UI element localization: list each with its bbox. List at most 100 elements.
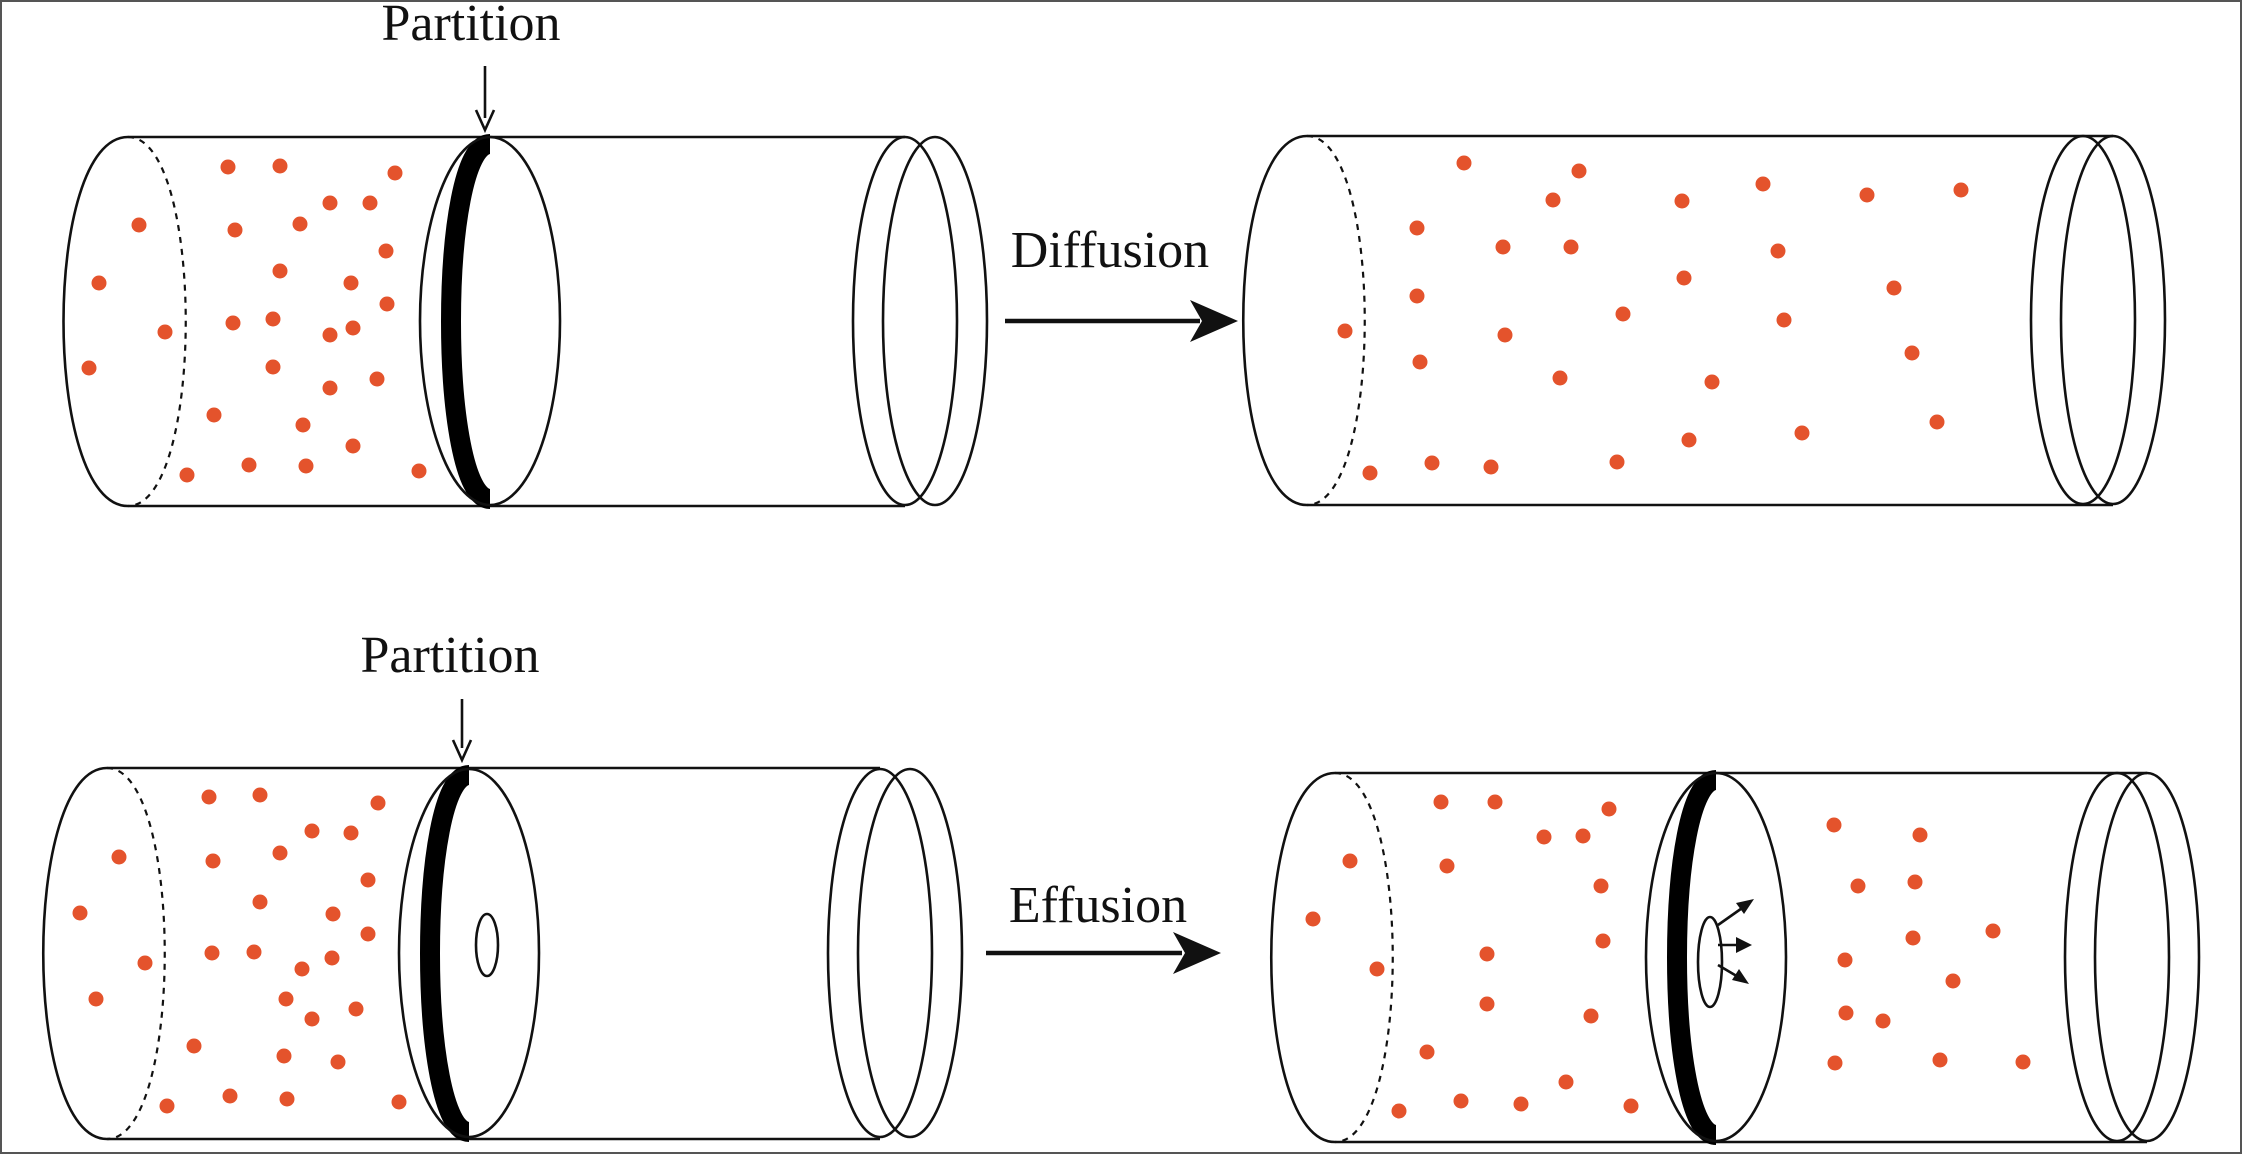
gas-particle [1479,946,1495,962]
effusion-arrow [986,932,1221,974]
gas-particle [378,243,394,259]
cylinder-left-end-hidden [1334,771,1394,1144]
gas-particle [1838,1005,1854,1021]
gas-particle [369,371,385,387]
gas-particle [1433,794,1449,810]
cylinder-left-end [1269,771,1336,1144]
particles-bottom-right [1305,794,2031,1119]
gas-particle [345,320,361,336]
gas-particle [1886,280,1902,296]
gas-particle [241,457,257,473]
gas-particle [227,222,243,238]
gas-particle [1552,370,1568,386]
cylinder-right-end-ring-inner [2093,771,2201,1143]
partition-wall [441,134,493,509]
gas-particle [204,945,220,961]
gas-particle [1681,432,1697,448]
gas-particle [1513,1096,1529,1112]
gas-particle [391,1094,407,1110]
gas-particle [411,463,427,479]
gas-particle [157,324,173,340]
partition-wall [420,765,472,1142]
diffusion-label: Diffusion [1011,222,1209,279]
gas-particle [1850,878,1866,894]
gas-particle [1595,933,1611,949]
gas-particle [295,417,311,433]
gas-particle [1609,454,1625,470]
gas-particle [220,159,236,175]
gas-particle [222,1088,238,1104]
diffusion-arrow [1005,300,1238,342]
gas-particle [88,991,104,1007]
gas-particle [1342,853,1358,869]
cylinder-left-end [1241,134,1308,507]
gas-particle [137,955,153,971]
cylinder-left-end-hidden [127,135,187,508]
gas-particle [279,1091,295,1107]
gas-particle [1479,996,1495,1012]
partition-face [418,135,562,507]
gas-particle [186,1038,202,1054]
gas-particle [1826,817,1842,833]
gas-particle [1583,1008,1599,1024]
gas-particle [1453,1093,1469,1109]
gas-particle [343,825,359,841]
gas-particle [1439,858,1455,874]
gas-particle [1536,829,1552,845]
gas-particle [1676,270,1692,286]
gas-particle [1497,327,1513,343]
cylinder-right-end-ring-outer [2029,134,2137,506]
gas-particle [1487,794,1503,810]
gas-particle [343,275,359,291]
gas-particle [1623,1098,1639,1114]
gas-particle [1932,1052,1948,1068]
gas-particle [2015,1054,2031,1070]
gas-particle [111,849,127,865]
cylinder-bottom-left [41,765,964,1142]
gas-particle [360,872,376,888]
cylinder-bottom-right [1269,770,2201,1145]
gas-particle [1495,239,1511,255]
particles-bottom-left [72,787,407,1114]
gas-particle [225,315,241,331]
gas-particle [362,195,378,211]
gas-particle [1859,187,1875,203]
gas-particle [1337,323,1353,339]
gas-particle [1456,155,1472,171]
gas-particle [345,438,361,454]
gas-particle [298,458,314,474]
gas-particle [131,217,147,233]
gas-particle [1391,1103,1407,1119]
gas-particle [1601,801,1617,817]
gas-particle [272,158,288,174]
gas-particle [1837,952,1853,968]
escaping-particle-arrows [1717,899,1754,984]
gas-particle [246,944,262,960]
gas-particle [330,1054,346,1070]
effusion-label: Effusion [1009,877,1187,934]
cylinder-right-end-ring-outer [851,135,959,507]
gas-particle [1904,345,1920,361]
gas-particle [1424,455,1440,471]
gas-particle [1985,923,2001,939]
gas-particle [1794,425,1810,441]
gas-particle [206,407,222,423]
cylinder-right-end-ring-inner [2059,134,2167,506]
gas-particle [1755,176,1771,192]
gas-particle [159,1098,175,1114]
gas-particle [322,380,338,396]
gas-particle [201,789,217,805]
partition-pointer-top-head [474,109,496,134]
gas-particle [370,795,386,811]
partition-label-bottom: Partition [360,627,539,684]
gas-particle [1770,243,1786,259]
gas-particle [1419,1044,1435,1060]
gas-particle [1615,306,1631,322]
particles-top-right [1337,155,1969,481]
cylinder-top-right [1241,134,2167,507]
gas-particle [1575,828,1591,844]
gas-particle [360,926,376,942]
gas-particle [325,906,341,922]
gas-particle [265,359,281,375]
